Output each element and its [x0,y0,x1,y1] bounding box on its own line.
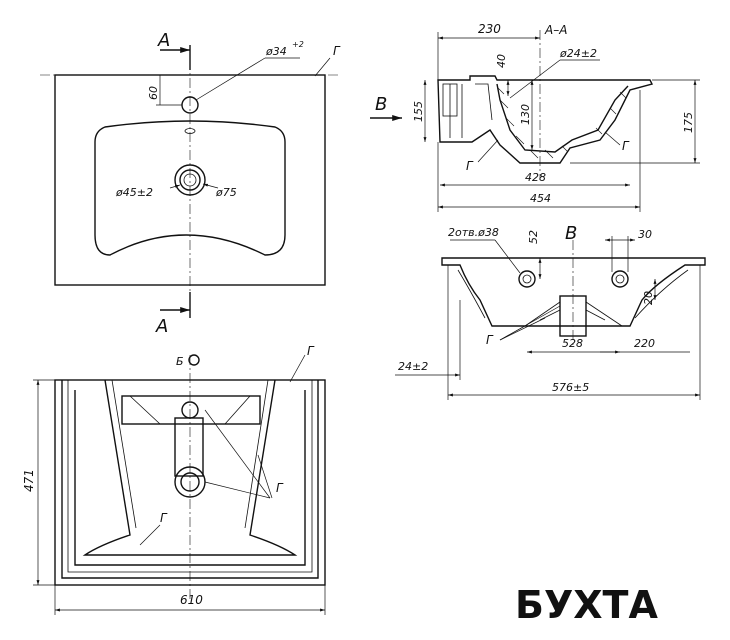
dim-220-label: 220 [634,337,655,350]
section-edge-label-left: Г [466,159,474,173]
bottom-edge-label-lower: Г [160,511,168,525]
dim-528-label: 528 [562,337,583,350]
bottom-view-body-inner [111,379,269,529]
drain-inner-leader [169,184,181,189]
dim-155-label: 155 [412,101,425,122]
bottom-edge-label-right: Г [276,481,284,495]
dim-52-label: 52 [527,230,540,244]
brand-logo-text: БУХТА [515,583,658,627]
section-aa-inner [496,83,629,153]
bottom-edge-label-top: Г [307,344,315,358]
drain-outer-leader [202,183,219,189]
view-b-marker: B [375,94,387,115]
dim-428-label: 428 [525,171,546,184]
overflow-diameter: ø24±2 [559,47,597,60]
faucet-hole-tolerance: +2 [292,40,304,49]
dim-20-label: 20 [642,291,655,305]
dim-30-label: 30 [638,228,652,241]
view-b-ribs [524,301,623,327]
overflow-leader [509,59,561,99]
view-b-edge-label: Г [486,333,494,347]
drain-inner-diameter: ø45±2 [115,186,153,199]
top-view: A A 60 ø34 +2 Г ø45±2 ø75 [40,30,341,337]
faucet-hole-diameter: ø34 [265,45,287,58]
bottom-view-frame [74,390,306,566]
view-b: B 52 2отв.ø38 30 20 Г 528 220 [395,223,706,400]
section-aa: A–A 230 ø24±2 40 130 [370,22,700,212]
holes-label: 2отв.ø38 [448,226,499,239]
bottom-edge-leader-top [289,354,306,383]
view-b-edge-leader-3 [499,305,561,341]
section-mark-top: A [157,30,170,51]
bottom-marker-circle [188,354,200,366]
bottom-edge-leader-3 [257,454,273,499]
dim-175-label: 175 [682,112,695,133]
top-edge-leader [314,57,331,77]
dim-576-label: 576±5 [552,381,589,394]
dim-471-label: 471 [22,469,36,492]
mount-hole-right [611,270,629,288]
drain-outer-diameter: ø75 [215,186,237,199]
dim-610-label: 610 [180,593,203,607]
top-view-basin [94,120,286,256]
dim-60-label: 60 [147,86,160,100]
section-mark-bottom: A [155,316,168,337]
section-aa-wall [449,83,493,138]
section-edge-leader-right [604,131,621,146]
section-aa-outer [437,75,654,164]
dim-130-label: 130 [519,104,532,125]
section-aa-title: A–A [544,23,567,37]
bottom-edge-leader-1 [204,409,271,499]
top-edge-label: Г [333,44,341,58]
brand-logo: БУХТА [513,581,660,629]
view-b-title: B [565,223,577,244]
holes-leader [494,239,521,274]
overflow-plate-slope [129,395,251,425]
mount-hole-left [518,270,536,288]
bottom-edge-leader-lower [139,524,161,546]
section-edge-leader-left [477,139,499,163]
faucet-hole-leader [195,57,266,101]
section-aa-hatch [497,87,627,159]
overflow-plate [121,395,261,425]
mount-hole-right-inner [615,274,625,284]
section-aa-insert [442,83,458,117]
dim-454-label: 454 [530,192,551,205]
view-b-edge-leader-2 [499,317,546,341]
dim-24-label: 24±2 [398,360,428,373]
view-b-inner [457,269,689,319]
bottom-marker: Б [176,355,184,368]
dim-40-label: 40 [495,54,508,68]
bottom-view: Б Г Г Г 471 610 [22,344,326,615]
dim-230-label: 230 [478,22,501,36]
section-edge-label-right: Г [622,139,630,153]
mount-hole-left-inner [522,274,532,284]
bottom-edge-leader-2 [204,481,271,499]
view-b-outline [441,257,706,327]
